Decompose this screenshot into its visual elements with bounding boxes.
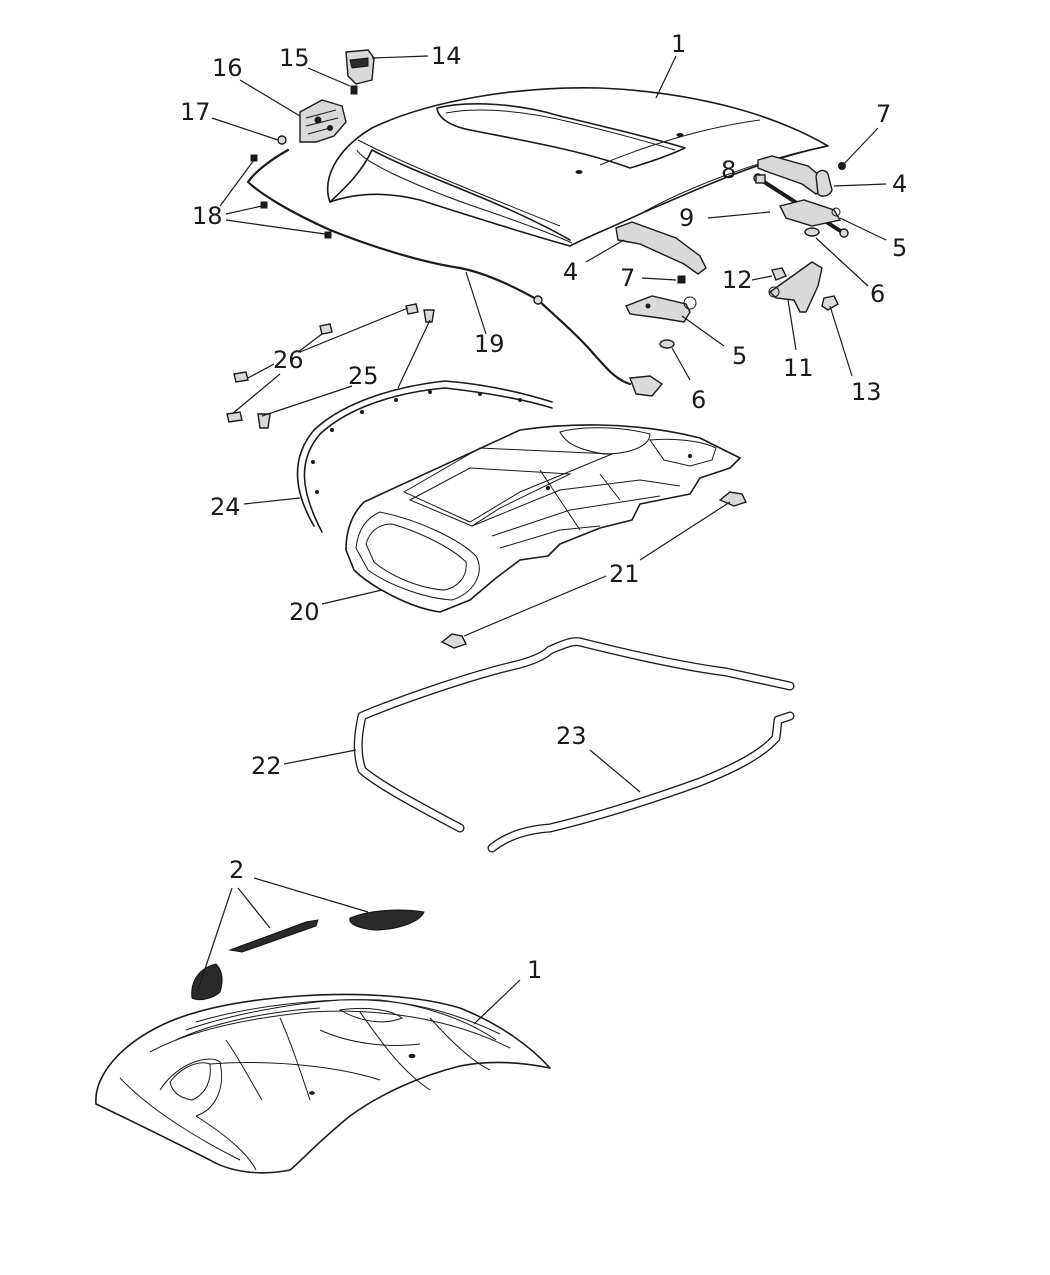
weatherstrip-part-24 (296, 380, 553, 533)
callout-26: 26 (273, 346, 304, 374)
hinge-arm-upper-part-4 (757, 155, 833, 197)
callout-20: 20 (289, 598, 320, 626)
release-cable-part-19 (246, 148, 664, 397)
callout-5-upper: 5 (892, 234, 907, 262)
callout-23: 23 (556, 722, 587, 750)
seal-part-23 (487, 711, 795, 853)
nut-part-8 (755, 174, 766, 184)
hood-panel-top-part-1 (95, 993, 551, 1174)
push-pin-part-25 (257, 309, 435, 429)
retainer-part-21 (440, 491, 747, 649)
callout-9: 9 (679, 204, 694, 232)
callout-6-upper: 6 (870, 280, 885, 308)
hood-silencer-part-20 (345, 424, 741, 613)
callout-1-upper: 1 (671, 30, 686, 58)
callout-4-lower: 4 (563, 258, 578, 286)
callout-4-upper: 4 (892, 170, 907, 198)
callout-labels: 1 14 15 16 17 18 7 8 4 9 5 6 4 7 12 11 1… (180, 30, 907, 984)
callout-16: 16 (212, 54, 243, 82)
callout-5-lower: 5 (732, 342, 747, 370)
callout-22: 22 (251, 752, 282, 780)
washer-part-6 (659, 227, 820, 349)
hinge-bracket-lower-part-5 (625, 295, 697, 323)
callout-8: 8 (721, 156, 736, 184)
callout-12: 12 (722, 266, 753, 294)
callout-18: 18 (192, 202, 223, 230)
callout-21: 21 (609, 560, 640, 588)
nut-part-13 (821, 295, 839, 311)
callout-19: 19 (474, 330, 505, 358)
hood-panel-part-1 (326, 87, 829, 247)
callout-7-upper: 7 (876, 100, 891, 128)
callout-14: 14 (431, 42, 462, 70)
callout-2: 2 (229, 856, 244, 884)
decal-part-2 (191, 909, 425, 1001)
callout-24: 24 (210, 493, 241, 521)
seal-part-22 (353, 637, 795, 833)
callout-17: 17 (180, 98, 211, 126)
callout-13: 13 (851, 378, 882, 406)
nut-part-12 (771, 267, 787, 281)
strut-bracket-part-11 (768, 261, 823, 313)
hood-latch-part-16 (299, 99, 347, 143)
striker-part-14 (345, 49, 375, 85)
callout-1-lower: 1 (527, 956, 542, 984)
clip-part-26 (226, 303, 419, 423)
callout-6-lower: 6 (691, 386, 706, 414)
callout-11: 11 (783, 354, 814, 382)
leader-lines (197, 55, 887, 1025)
bolt-part-15 (350, 85, 358, 95)
bumper-part-17 (277, 135, 287, 145)
callout-7-lower: 7 (620, 264, 635, 292)
callout-15: 15 (279, 44, 310, 72)
clips-part-18 (250, 154, 332, 239)
nut-part-7 (677, 162, 846, 284)
hinge-bracket-upper-part-5 (778, 199, 842, 227)
callout-25: 25 (348, 362, 379, 390)
hinge-arm-lower-part-4 (615, 221, 707, 275)
